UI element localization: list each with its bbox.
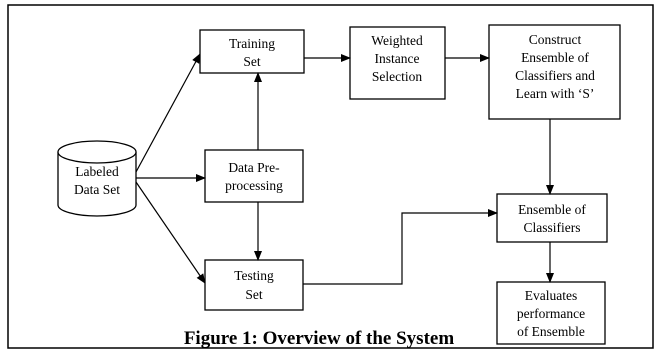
- testing-set-label-line-1: Testing: [234, 268, 274, 283]
- ensemble-of-classifiers-label-line-2: Classifiers: [524, 220, 581, 235]
- testing-set-node: Testing Set: [204, 259, 304, 311]
- weighted-instance-selection-node: Weighted Instance Selection: [349, 26, 446, 100]
- training-set-label-line-2: Set: [243, 54, 261, 69]
- weighted-instance-selection-label-line-2: Instance: [375, 51, 420, 66]
- evaluates-performance-label-line-1: Evaluates: [525, 288, 577, 303]
- weighted-instance-selection-label-line-1: Weighted: [371, 33, 423, 48]
- training-set-label-line-1: Training: [229, 36, 275, 51]
- evaluates-performance-label-line-2: performance: [517, 306, 585, 321]
- data-preprocessing-label-line-1: Data Pre-: [228, 160, 280, 175]
- construct-ensemble-node: Construct Ensemble of Classifiers and Le…: [488, 24, 621, 120]
- data-preprocessing-label-line-2: processing: [225, 178, 283, 193]
- edge-labeled-data-to-training-set: [135, 53, 201, 173]
- edge-testing-set-to-ensemble-of-classifiers: [303, 209, 498, 285]
- ensemble-of-classifiers-label-line-1: Ensemble of: [518, 202, 586, 217]
- figure-caption: Figure 1: Overview of the System: [184, 328, 455, 349]
- edge-labeled-data-to-testing-set: [135, 181, 206, 284]
- construct-ensemble-label-line-2: Ensemble of: [521, 50, 589, 65]
- construct-ensemble-label-line-4: Learn with ‘S’: [516, 86, 595, 101]
- weighted-instance-selection-label-line-3: Selection: [372, 69, 422, 84]
- construct-ensemble-label-line-3: Classifiers and: [515, 68, 595, 83]
- training-set-node: Training Set: [199, 29, 305, 74]
- figure-frame: [7, 4, 654, 349]
- labeled-data-set-label-line-2: Data Set: [74, 182, 120, 197]
- evaluates-performance-node: Evaluates performance of Ensemble: [496, 281, 606, 345]
- labeled-data-set-label-line-1: Labeled: [75, 164, 119, 179]
- testing-set-label-line-2: Set: [245, 287, 263, 302]
- evaluates-performance-label-line-3: of Ensemble: [517, 324, 585, 339]
- ensemble-of-classifiers-node: Ensemble of Classifiers: [496, 193, 608, 243]
- data-preprocessing-node: Data Pre- processing: [204, 149, 304, 203]
- construct-ensemble-label-line-1: Construct: [529, 32, 582, 47]
- labeled-data-set-node: Labeled Data Set: [57, 140, 137, 217]
